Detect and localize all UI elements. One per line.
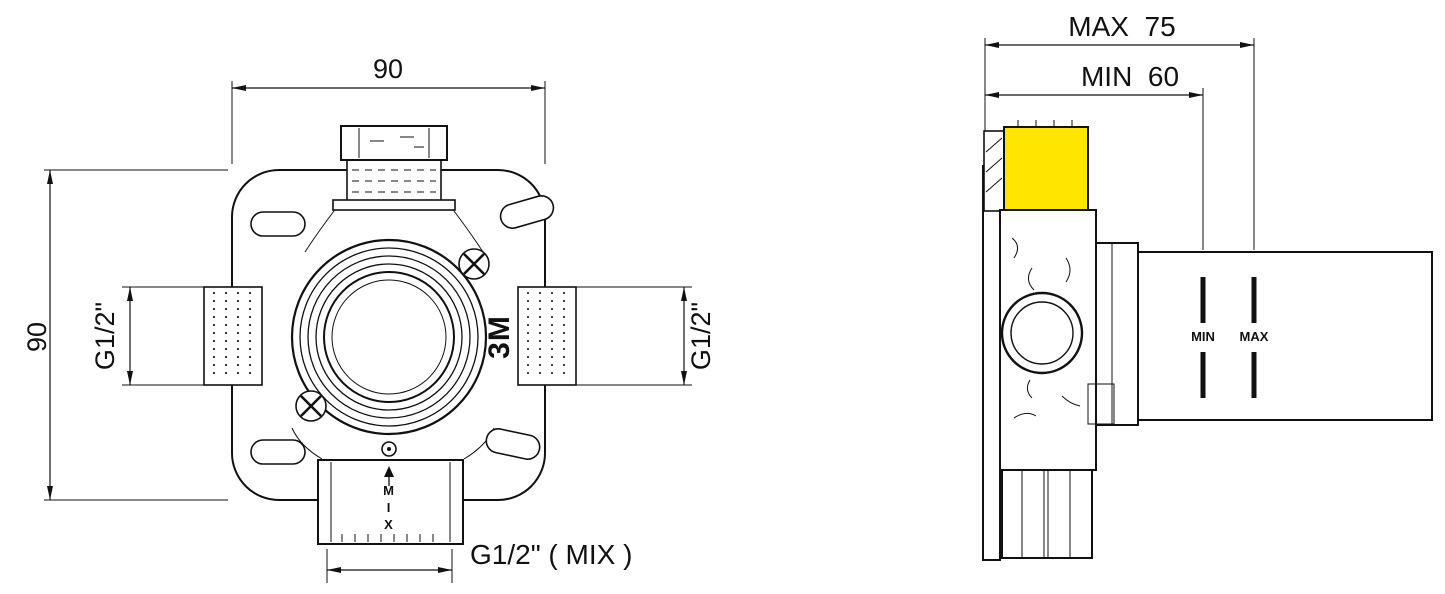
top-port-cap (340, 125, 448, 161)
right-port-body (517, 286, 577, 386)
dimension-width-90: 90 (231, 54, 546, 164)
collar-hatching (985, 137, 1003, 193)
index-hole (381, 441, 397, 457)
finished-wall-min-line: MIN (1191, 277, 1215, 398)
mounting-slot (485, 428, 541, 460)
right-port-size-label: G1/2" (686, 302, 716, 370)
mix-outlet-label: G1/2" ( MIX ) (470, 539, 632, 570)
left-port-body (203, 286, 263, 386)
supply-pipe (1137, 251, 1433, 421)
left-port-thread-texture (213, 292, 251, 380)
side-view: MAX 75 MIN 60 (982, 11, 1433, 561)
mix-flow-arrow-icon (384, 466, 394, 486)
connection-block (1095, 242, 1139, 426)
protection-cap-ticks (1017, 120, 1073, 127)
dimension-width-value: 90 (373, 54, 403, 84)
front-view: 90 90 (22, 54, 716, 583)
screw-cross-icon (300, 395, 322, 417)
mounting-slot (250, 439, 306, 465)
fixing-screw-top-right (458, 248, 490, 280)
bottom-port (317, 459, 464, 545)
depth-dimensions: MAX 75 MIN 60 (984, 11, 1255, 250)
lower-fitting-detail (1087, 383, 1115, 425)
dimension-height-value: 90 (22, 322, 52, 352)
finished-wall-max-line: MAX (1240, 277, 1269, 398)
top-port (332, 125, 456, 211)
fixing-screw-bottom-left (295, 390, 327, 422)
dimension-mix-outlet: G1/2" ( MIX ) (326, 539, 632, 583)
top-port-thread (346, 157, 442, 203)
mix-flow-label: MIX (381, 483, 396, 534)
dimension-left-port: G1/2" (90, 286, 206, 386)
mounting-slots (250, 195, 555, 465)
top-port-cap-facets (358, 128, 430, 158)
side-port-rings (1000, 291, 1084, 375)
cartridge-rings (290, 238, 488, 436)
top-port-flange (332, 199, 456, 211)
left-port (203, 286, 263, 386)
right-port-thread-texture (527, 292, 565, 380)
mounting-slot (250, 211, 306, 237)
protection-cap (1003, 120, 1089, 211)
wall-flange-plate (982, 165, 1001, 561)
protection-cap-highlight (1003, 126, 1089, 211)
mounting-slot (499, 195, 555, 229)
screw-cross-icon (463, 253, 485, 275)
dimension-height-90: 90 (22, 169, 228, 501)
wall-max-label: MAX (1240, 329, 1269, 344)
max-depth-value: MAX 75 (1068, 11, 1175, 42)
bottom-port-thread-ticks (341, 534, 434, 542)
body-marking-3m: 3M (483, 315, 516, 359)
left-port-size-label: G1/2" (90, 302, 120, 370)
dimension-right-port: G1/2" (576, 286, 716, 386)
wall-collar (983, 130, 1005, 212)
min-depth-value: MIN 60 (1081, 61, 1179, 92)
right-port (517, 286, 577, 386)
wall-min-label: MIN (1191, 329, 1215, 344)
top-port-thread-marks (352, 169, 436, 193)
bottom-pipes (1001, 469, 1093, 559)
body-surface-lines (1011, 237, 1081, 419)
